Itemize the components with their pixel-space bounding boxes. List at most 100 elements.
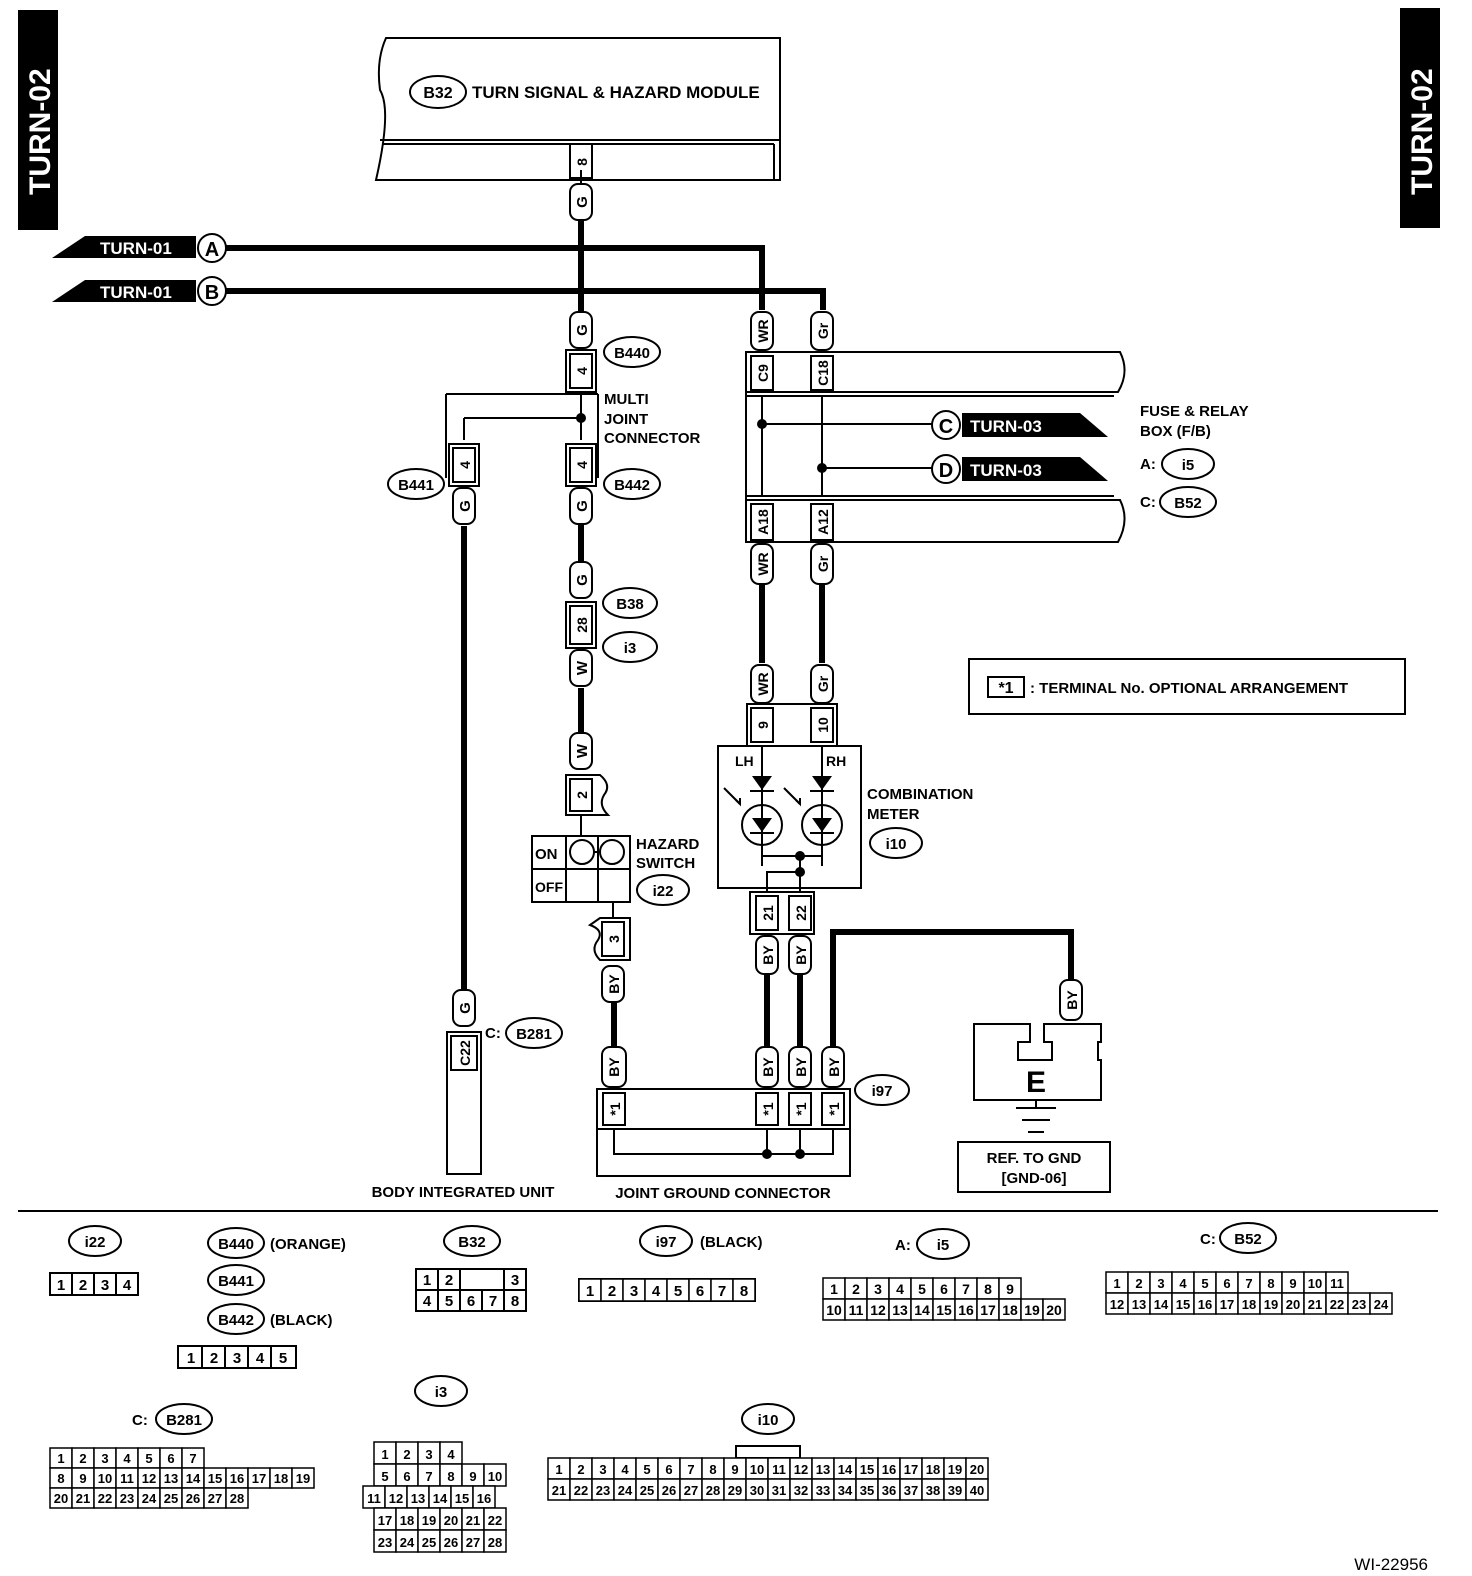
cv-b52-cell: 10 <box>1308 1276 1322 1291</box>
cv-b52-cell: 13 <box>1132 1297 1146 1312</box>
wire-tag-by-1: BY <box>606 974 622 994</box>
connector-view-b32: B32 1 2 3 4 5 6 7 8 <box>415 1225 527 1312</box>
input-b-letter: B <box>205 282 219 304</box>
cv-i10-cell: 33 <box>816 1483 830 1498</box>
cv-i3-cell: 3 <box>425 1447 432 1462</box>
cv-i10-cell: 27 <box>684 1483 698 1498</box>
cv-i3-cell: 23 <box>378 1535 392 1550</box>
cv-b52-cell: 7 <box>1245 1276 1252 1291</box>
cv-b281-cell: 6 <box>167 1451 174 1466</box>
cv-b281-cell: 11 <box>120 1471 134 1486</box>
cv-i10-cell: 3 <box>599 1462 606 1477</box>
cv-i3-cell: 2 <box>403 1447 410 1462</box>
cv-i10-cell: 13 <box>816 1462 830 1477</box>
joint-ground-connector: BY BY BY BY *1 *1 *1 *1 i97 JOINT GROUND… <box>596 1046 910 1202</box>
fuse-box-label-2: BOX (F/B) <box>1140 423 1211 440</box>
combination-meter: WR Gr 9 10 LH RH 21 22 <box>717 664 973 975</box>
page-tag-right-text: TURN-02 <box>1406 68 1439 195</box>
input-a: TURN-01 A <box>52 233 227 263</box>
cv-i97-cell: 1 <box>586 1283 594 1300</box>
cv-i22-cell-2: 2 <box>79 1277 87 1294</box>
cv-b281-cell: 19 <box>296 1471 310 1486</box>
fuse-box-a-conn: i5 <box>1182 457 1195 474</box>
drawing-number: WI-22956 <box>1354 1555 1428 1574</box>
body-unit-pin: C22 <box>457 1040 473 1066</box>
b442-pin: 4 <box>574 461 590 469</box>
cv-i97-cell: 5 <box>674 1283 682 1300</box>
input-b: TURN-01 B <box>52 276 227 306</box>
cv-i3-cell: 26 <box>444 1535 458 1550</box>
cv-b281-cell: 16 <box>230 1471 244 1486</box>
wiring <box>226 170 1074 1047</box>
cv-i10-cell: 4 <box>621 1462 629 1477</box>
cv-i10-cell: 1 <box>555 1462 562 1477</box>
fb-pin-c9: C9 <box>755 364 771 382</box>
input-a-letter: A <box>205 239 219 261</box>
note-mark: *1 <box>998 680 1013 697</box>
cv-i3-cell: 5 <box>381 1469 388 1484</box>
cv-i10-cell: 29 <box>728 1483 742 1498</box>
cv-b32-cell-5: 5 <box>445 1293 453 1310</box>
cv-i5-cell: 7 <box>962 1281 970 1297</box>
fuse-box-c-prefix: C: <box>1140 494 1156 511</box>
cv-i97-cell: 6 <box>696 1283 704 1300</box>
cv-i5-cell: 9 <box>1006 1281 1014 1297</box>
cv-i10-cell: 23 <box>596 1483 610 1498</box>
wire-tag-g-3: G <box>574 500 591 512</box>
cv-b281-name: B281 <box>166 1412 202 1429</box>
meter-lh: LH <box>735 753 754 769</box>
cv-b32-cell-2: 2 <box>445 1272 453 1289</box>
meter-pin-21: 21 <box>760 905 776 921</box>
cv-i3-cell: 13 <box>411 1491 425 1506</box>
cv-i5-cell: 4 <box>896 1281 904 1297</box>
cv-b281-cell: 2 <box>79 1451 86 1466</box>
cv-i10-cell: 17 <box>904 1462 918 1477</box>
cv-b32-cell-1: 1 <box>423 1272 431 1289</box>
cv-b281-cell: 1 <box>57 1451 64 1466</box>
hazard-label-1: HAZARD <box>636 836 699 853</box>
hazard-label-2: SWITCH <box>636 855 695 872</box>
page-tag-left-text: TURN-02 <box>24 68 57 195</box>
cv-i3-cell: 6 <box>403 1469 410 1484</box>
cv-b52-cell: 21 <box>1308 1297 1322 1312</box>
wire-tag-gr-1: Gr <box>815 322 831 339</box>
cv-i5-cell: 17 <box>980 1302 996 1318</box>
cv-i97-cell: 8 <box>740 1283 748 1300</box>
cv-i3-cell: 19 <box>422 1513 436 1528</box>
cv-b281-cell: 24 <box>142 1491 157 1506</box>
wire-tag-by-7: BY <box>826 1057 842 1077</box>
cv-b281-cell: 5 <box>145 1451 152 1466</box>
cv-i5-cell: 19 <box>1024 1302 1040 1318</box>
hazard-pin-bottom: 3 <box>606 935 622 943</box>
cv-i10-cell: 12 <box>794 1462 808 1477</box>
cv-b52-cell: 4 <box>1179 1276 1187 1291</box>
cv-b281-cell: 9 <box>79 1471 86 1486</box>
cv-b52-cell-box <box>1369 1292 1393 1315</box>
cv-i10-cell: 31 <box>772 1483 786 1498</box>
b38-pin: 28 <box>574 617 590 633</box>
cv-i5-cell: 1 <box>830 1281 838 1297</box>
body-unit-label: BODY INTEGRATED UNIT <box>372 1184 555 1201</box>
cv-i10-cell: 5 <box>643 1462 650 1477</box>
cv-b281-cell: 8 <box>57 1471 64 1486</box>
cv-i3-cell-box <box>483 1529 507 1553</box>
wire-tag-gr-3: Gr <box>815 675 831 692</box>
wire-tag-by-2: BY <box>760 945 776 965</box>
fb-pin-a12: A12 <box>815 509 831 535</box>
b440-pin: 4 <box>574 367 590 375</box>
cv-b281-cell: 23 <box>120 1491 134 1506</box>
cv-i10-cell: 22 <box>574 1483 588 1498</box>
cv-b52-cell: 1 <box>1113 1276 1120 1291</box>
cv-b441-name: B441 <box>218 1273 254 1290</box>
fb-pin-c18: C18 <box>815 360 831 386</box>
note-text: : TERMINAL No. OPTIONAL ARRANGEMENT <box>1030 680 1348 697</box>
cv-i10-cell: 20 <box>970 1462 984 1477</box>
cv-b52-cell: 6 <box>1223 1276 1230 1291</box>
cv-b32-cell-3: 3 <box>511 1272 519 1289</box>
cv-i5-cell: 3 <box>874 1281 882 1297</box>
cv-i3-cell: 14 <box>433 1491 448 1506</box>
cv-i97-note: (BLACK) <box>700 1234 762 1251</box>
